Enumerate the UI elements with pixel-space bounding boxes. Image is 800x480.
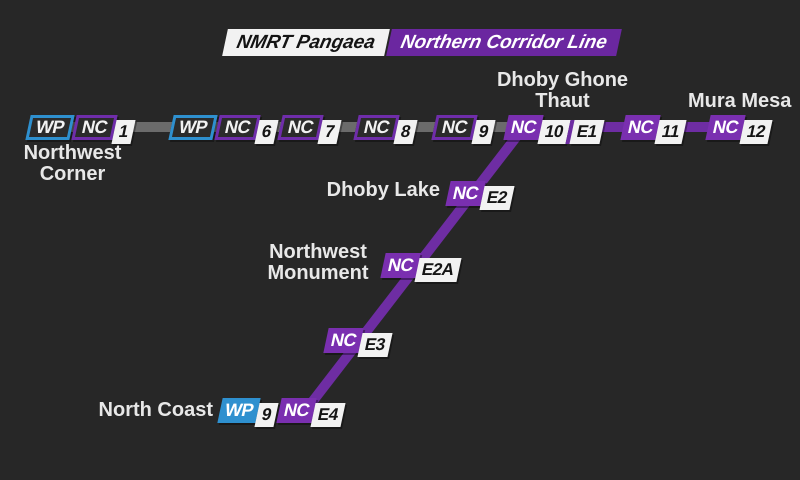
badge-number-nc12: 12 — [739, 120, 773, 144]
station-label-northwest-monument: Northwest Monument — [267, 241, 369, 284]
badge-nc-outline-nc6: NC — [214, 115, 261, 140]
badge-nc-outline-nc1: NC — [71, 115, 118, 140]
station-nc10-e1: NC 10 E1 — [503, 115, 605, 144]
line-purple-segment — [302, 122, 768, 414]
station-nc9: NC 9 — [431, 115, 496, 144]
badge-number-wp9: 9 — [254, 403, 279, 427]
station-label-dhoby-lake: Dhoby Lake — [326, 179, 440, 201]
badge-nc-solid-nce2: NC — [445, 181, 486, 206]
station-nce3: NC E3 — [323, 328, 393, 357]
badge-number-e4: E4 — [310, 403, 346, 427]
badge-nc-outline-nc9: NC — [431, 115, 478, 140]
station-nc1: WP NC 1 — [25, 115, 136, 144]
station-nc7: NC 7 — [277, 115, 342, 144]
badge-nc-solid-nc11: NC — [620, 115, 661, 140]
map-header: NMRT Pangaea Northern Corridor Line — [222, 29, 622, 56]
badge-nc-solid-nce2a: NC — [380, 253, 421, 278]
station-nc12: NC 12 — [705, 115, 773, 144]
station-label-north-coast: North Coast — [98, 399, 213, 421]
station-label-dhoby-ghone-thaut: Dhoby Ghone Thaut — [496, 69, 629, 112]
badge-nc-solid-nce3: NC — [323, 328, 364, 353]
badge-wp-outline-nc1: WP — [25, 115, 75, 140]
badge-wp-solid-nce4: WP — [217, 398, 261, 423]
badge-number-e2: E2 — [479, 186, 515, 210]
badge-number-nc1: 1 — [111, 120, 136, 144]
badge-number-nc7: 7 — [317, 120, 342, 144]
badge-number-e2a: E2A — [414, 258, 462, 282]
line-title: Northern Corridor Line — [386, 29, 622, 56]
station-nce2a: NC E2A — [380, 253, 462, 282]
badge-number-e3: E3 — [357, 333, 393, 357]
badge-nc-solid-nc10: NC — [503, 115, 544, 140]
station-label-mura-mesa: Mura Mesa — [688, 90, 792, 112]
badge-nc-solid-nce4: NC — [276, 398, 317, 423]
station-nce4-wp9: WP 9 NC E4 — [217, 398, 346, 427]
badge-number-nc9: 9 — [471, 120, 496, 144]
badge-nc-solid-nc12: NC — [705, 115, 746, 140]
badge-number-nc8: 8 — [393, 120, 418, 144]
badge-number-nc11: 11 — [654, 120, 687, 144]
badge-number-nc6: 6 — [254, 120, 279, 144]
station-nc8: NC 8 — [353, 115, 418, 144]
agency-title: NMRT Pangaea — [222, 29, 390, 56]
badge-nc-outline-nc8: NC — [353, 115, 400, 140]
station-label-northwest-corner: Northwest Corner — [23, 142, 122, 185]
badge-number-e1: E1 — [569, 120, 605, 144]
station-nc6: WP NC 6 — [168, 115, 279, 144]
badge-nc-outline-nc7: NC — [277, 115, 324, 140]
station-nce2: NC E2 — [445, 181, 515, 210]
station-nc11: NC 11 — [620, 115, 687, 144]
badge-wp-outline-nc6: WP — [168, 115, 218, 140]
